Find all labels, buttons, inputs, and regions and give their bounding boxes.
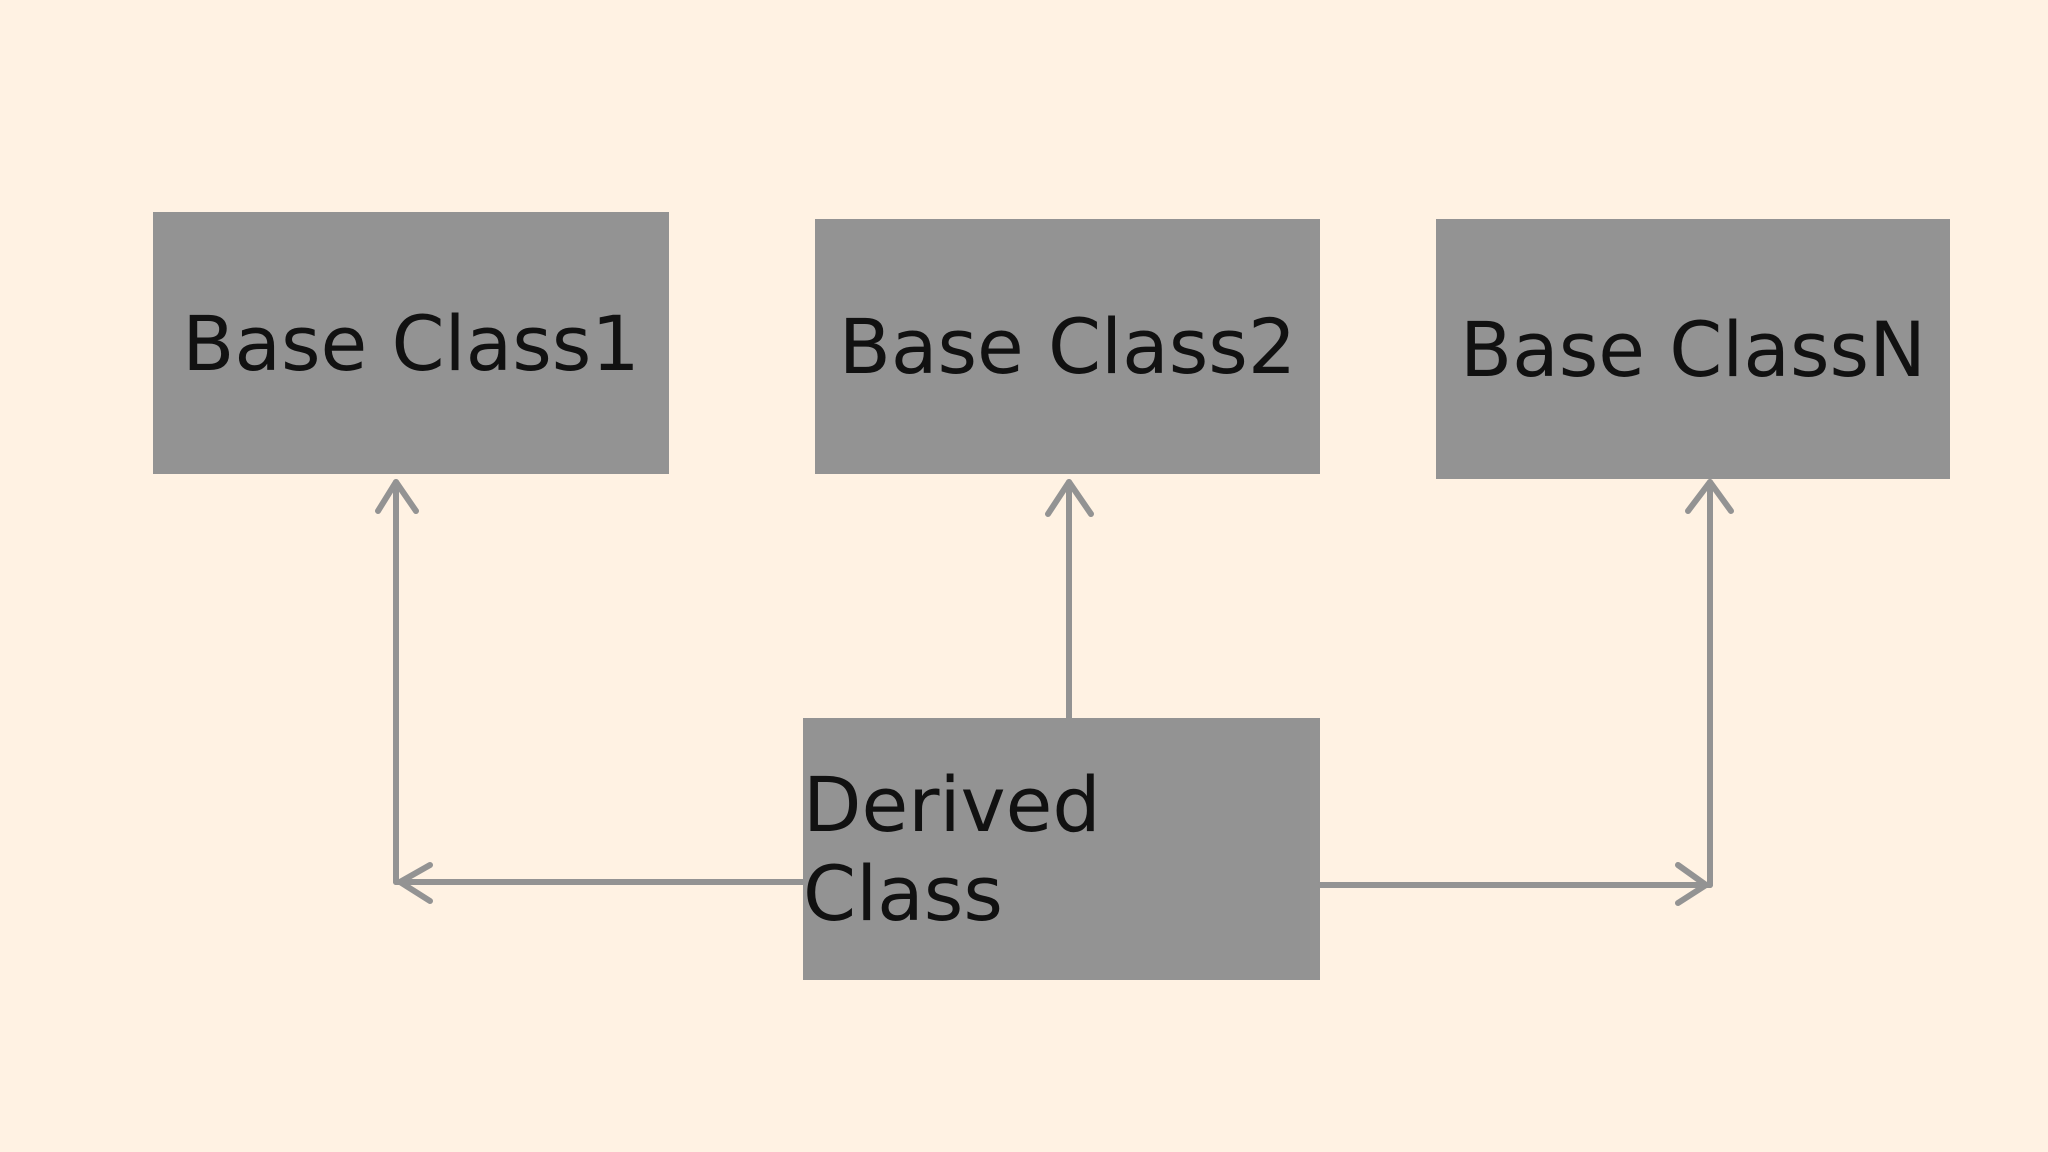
base-class-2-label: Base Class2 — [838, 302, 1297, 391]
connector-to-base-class-n — [1317, 479, 1734, 906]
connector-to-base-class-1 — [375, 479, 806, 904]
base-class-1-label: Base Class1 — [182, 298, 640, 388]
base-class-2-box: Base Class2 — [815, 219, 1320, 474]
base-class-n-label: Base ClassN — [1459, 304, 1927, 394]
derived-class-box: Derived Class — [803, 718, 1320, 980]
base-class-n-box: Base ClassN — [1436, 219, 1950, 479]
base-class-1-box: Base Class1 — [153, 212, 669, 474]
derived-class-label: Derived Class — [803, 760, 1101, 938]
connector-to-base-class-2 — [1045, 479, 1094, 721]
